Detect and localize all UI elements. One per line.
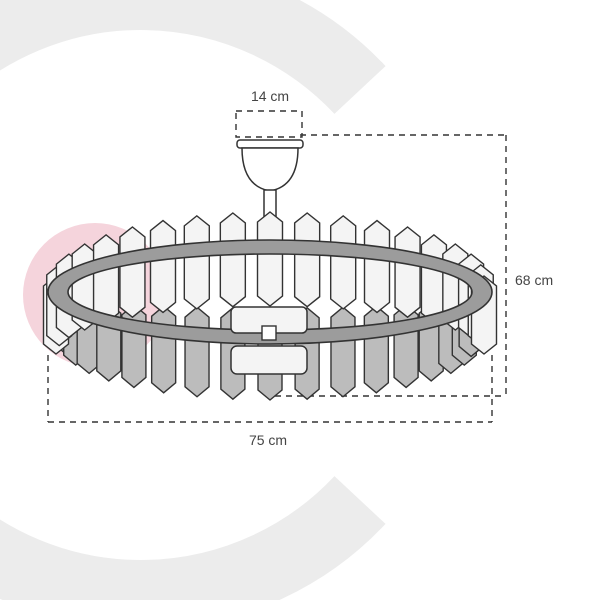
back-crystal	[184, 306, 210, 398]
canopy-plate	[236, 139, 304, 149]
front-crystal	[329, 214, 357, 310]
front-crystal	[92, 233, 120, 325]
dimension-labels: 14 cm 68 cm 75 cm	[249, 88, 553, 448]
back-crystal	[150, 305, 177, 394]
canopy-width-label: 14 cm	[251, 88, 289, 104]
front-crystal	[219, 212, 247, 308]
fixture-connector	[261, 325, 277, 341]
back-crystal	[121, 303, 147, 389]
back-crystal	[363, 305, 390, 394]
front-crystal	[183, 214, 211, 310]
central-fixture	[230, 306, 308, 375]
ring-band	[47, 239, 493, 345]
height-label: 68 cm	[515, 272, 553, 288]
canopy-dome	[241, 147, 299, 192]
front-crystal	[149, 219, 177, 314]
front-crystal	[256, 211, 284, 307]
metal-ring	[47, 239, 493, 345]
front-crystal	[293, 212, 321, 308]
back-crystal	[393, 303, 419, 389]
diameter-label: 75 cm	[249, 432, 287, 448]
dimension-guides	[47, 110, 507, 423]
fixture-lower	[230, 345, 308, 375]
back-crystal	[330, 306, 356, 398]
canopy-width-guide	[235, 110, 303, 138]
front-crystal	[394, 226, 421, 319]
front-crystal	[119, 226, 146, 319]
watermark-arc	[0, 0, 386, 600]
front-crystal	[363, 219, 391, 314]
